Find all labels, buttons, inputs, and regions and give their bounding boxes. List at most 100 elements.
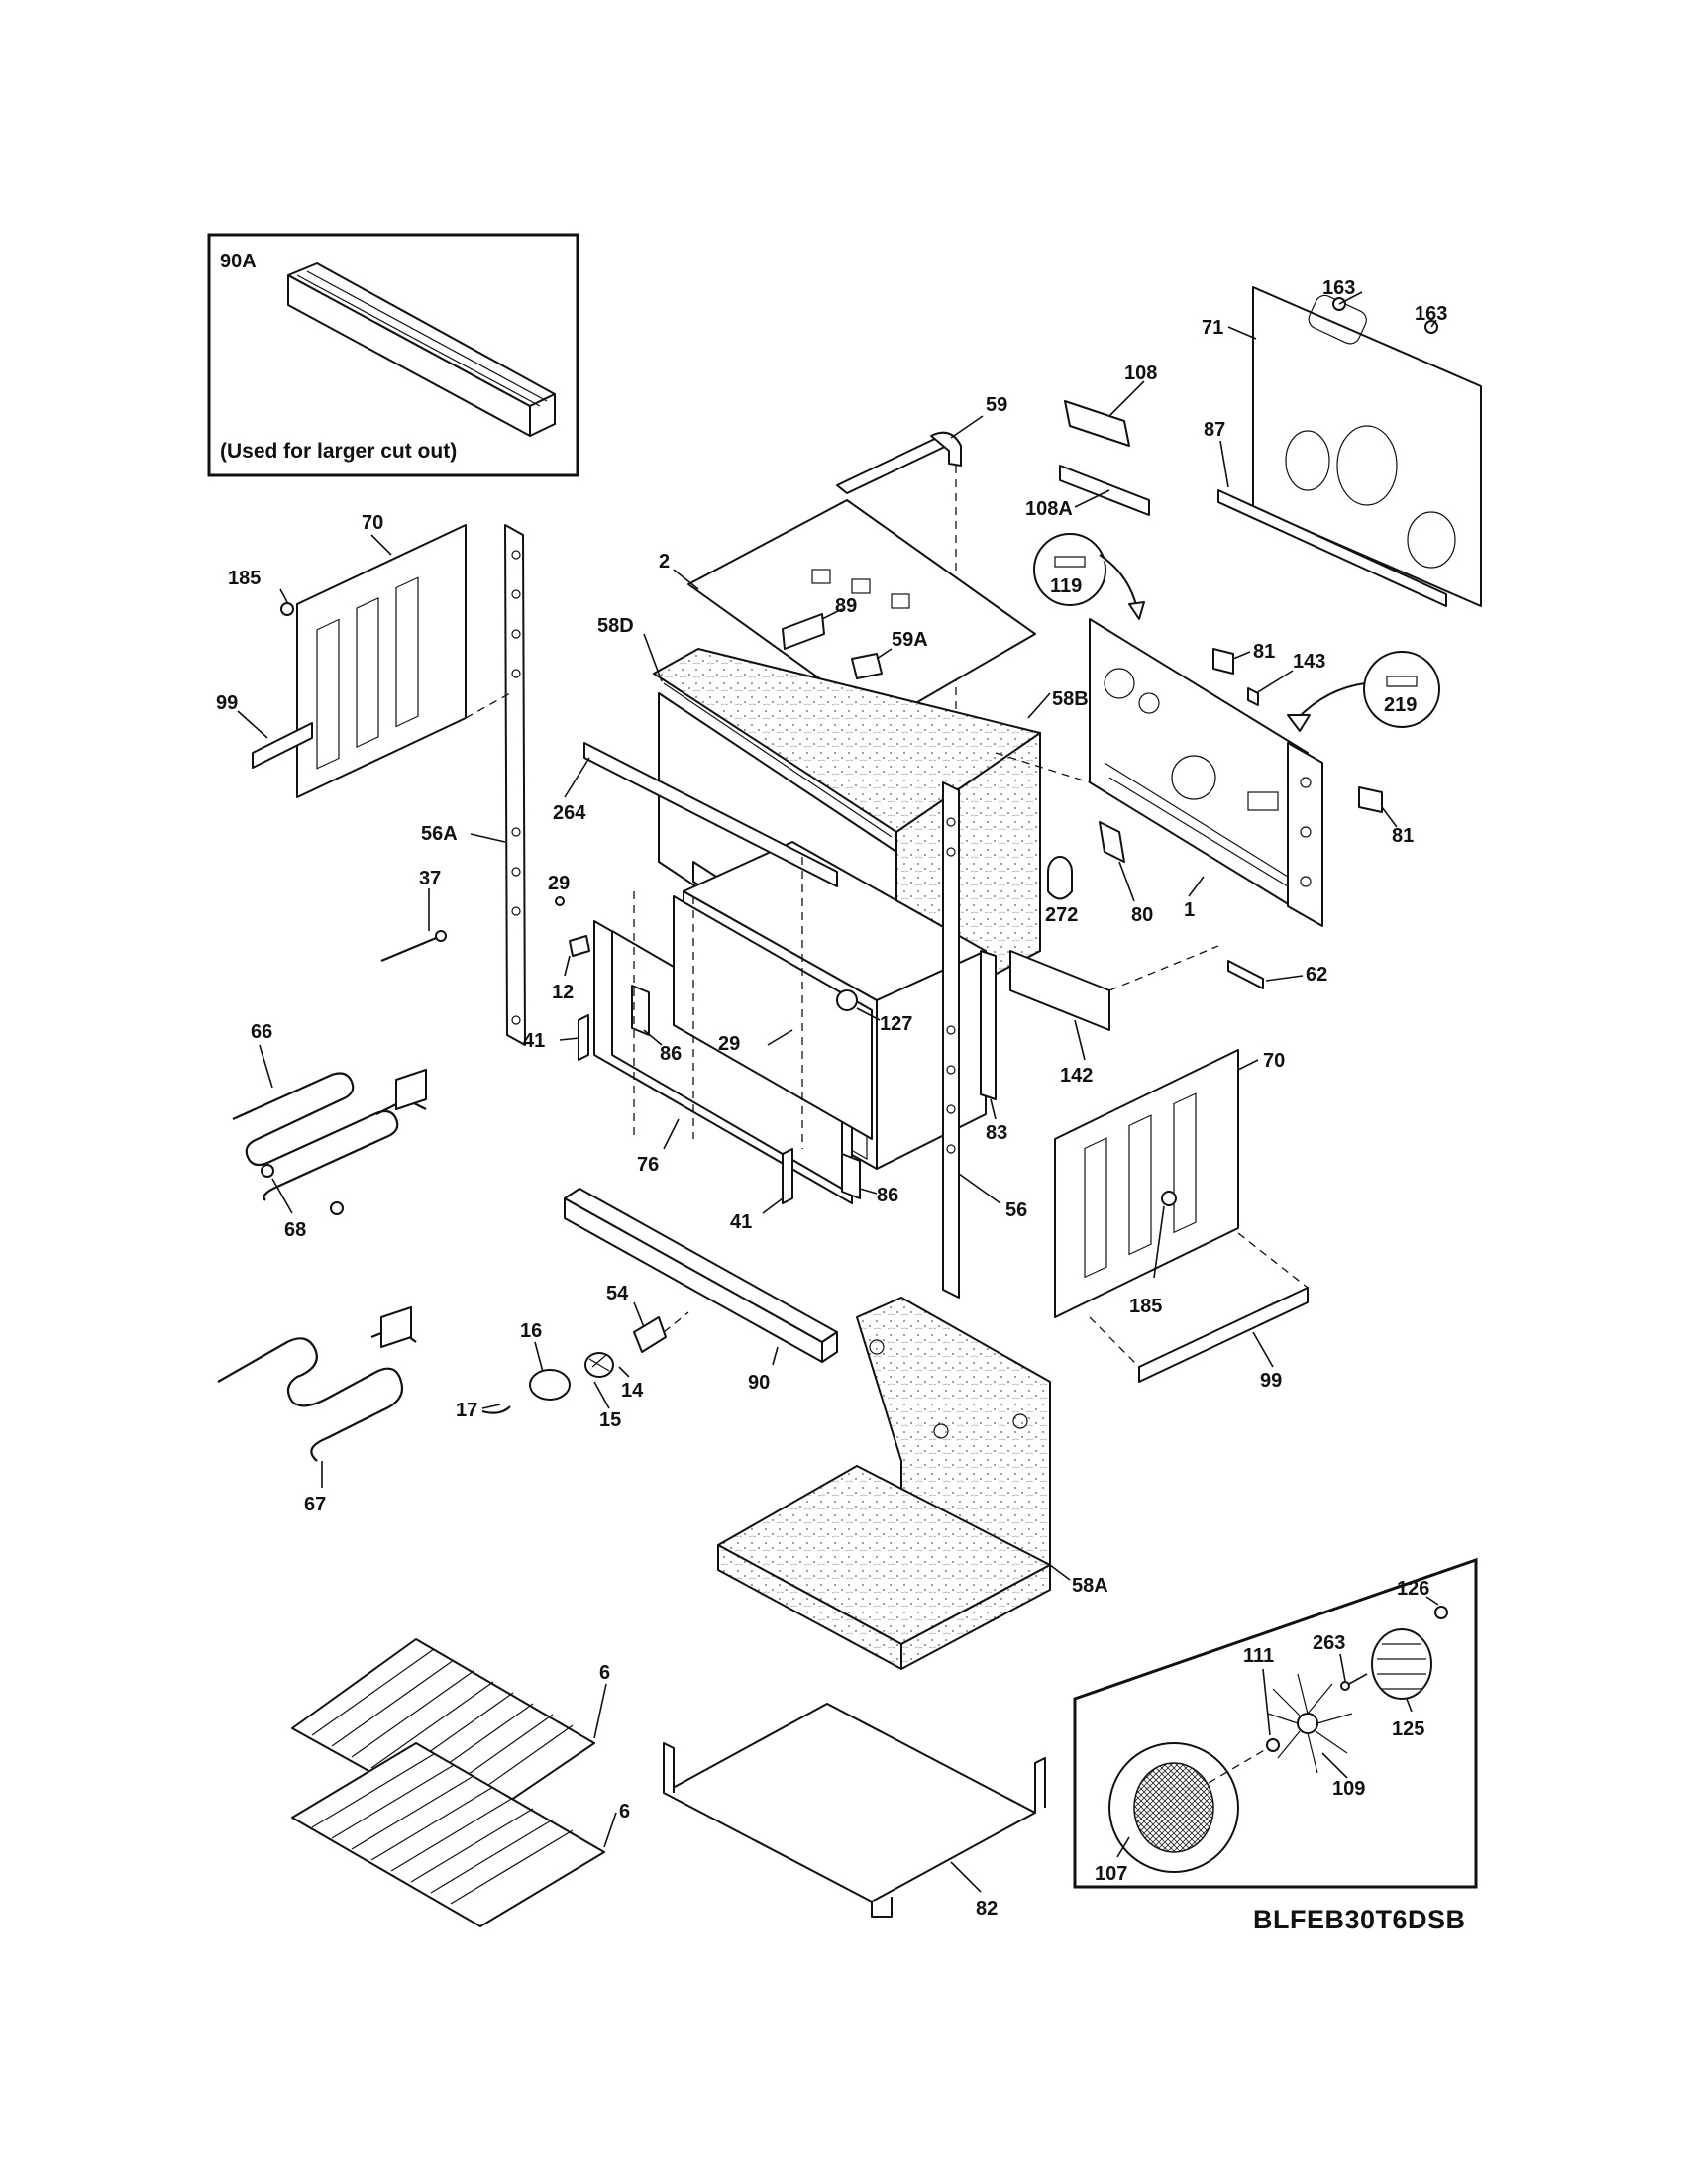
label-86-b: 86 [877,1185,898,1206]
label-66: 66 [251,1021,272,1043]
label-87: 87 [1204,419,1225,441]
thermostat-119-callout: 119 [1033,533,1145,620]
bottom-tray-82: 82 [663,1703,1046,1920]
hinge-41-a: 41 [523,1014,589,1061]
label-56: 56 [1005,1199,1027,1221]
hinge-41-b: 41 [730,1148,793,1233]
label-111: 111 [1243,1645,1274,1667]
label-86-a: 86 [660,1043,682,1065]
label-12: 12 [552,982,574,1003]
label-142: 142 [1060,1065,1093,1087]
label-185-b: 185 [1129,1296,1162,1317]
label-58D: 58D [597,615,634,637]
label-76: 76 [637,1154,659,1176]
rear-panel-71: 163 163 71 [1202,277,1482,607]
label-126: 126 [1397,1578,1429,1600]
label-70-a: 70 [362,512,383,534]
thermostat-219-callout: 219 [1287,651,1440,732]
label-71: 71 [1202,317,1223,339]
label-41-a: 41 [523,1030,545,1052]
top-cover-2: 2 89 59A [659,499,1036,740]
label-15: 15 [599,1409,621,1431]
label-29-b: 29 [718,1033,740,1055]
convection-fan-inset: 107 111 109 263 125 126 [1073,1557,1478,1889]
part-272: 272 [1045,856,1078,926]
label-163-b: 163 [1415,303,1447,325]
label-272: 272 [1045,904,1078,926]
sensor-143: 143 [1247,651,1325,706]
label-163-a: 163 [1322,277,1355,299]
label-99-a: 99 [216,692,238,714]
label-80: 80 [1131,904,1153,926]
assembly-guide-lines [465,692,1091,1149]
insulation-58a: 58A [717,1297,1108,1670]
label-108: 108 [1124,363,1157,384]
label-14: 14 [621,1380,644,1402]
oven-rack-6-upper: 6 [291,1638,610,1828]
bracket-81-b: 81 [1358,786,1414,847]
label-143: 143 [1293,651,1325,673]
door-trim-90: 90 [564,1188,838,1394]
label-6-a: 6 [599,1662,610,1684]
bake-element-67: 67 [217,1306,417,1515]
inset-90a-box: 90A (Used for larger cut out) [207,233,579,477]
label-17: 17 [456,1400,477,1421]
label-16: 16 [520,1320,542,1342]
rail-56a: 56A [421,524,526,1046]
label-263: 263 [1313,1632,1345,1654]
rail-83: 83 [980,950,1007,1144]
terminal-block-108: 108 108A [1025,363,1157,520]
label-6-b: 6 [619,1801,630,1822]
control-panel-1: 1 [1089,618,1323,927]
label-62: 62 [1306,964,1327,986]
label-89: 89 [835,595,857,617]
lamp-assembly: 54 16 14 15 17 [456,1283,689,1431]
label-185-a: 185 [228,568,261,589]
bracket-87: 87 [1204,419,1447,607]
label-125: 125 [1392,1718,1424,1740]
label-58B: 58B [1052,688,1089,710]
model-number: BLFEB30T6DSB [1253,1905,1466,1934]
rail-99-right: 99 [1089,1232,1309,1392]
label-82: 82 [976,1898,998,1920]
label-219: 219 [1384,694,1417,716]
label-90A: 90A [220,251,257,272]
bulb-socket-12: 12 [552,935,590,1003]
label-108A: 108A [1025,498,1073,520]
label-67: 67 [304,1494,326,1515]
label-127: 127 [880,1013,912,1035]
oven-rack-6-lower: 6 [291,1742,630,1927]
label-59: 59 [986,394,1007,416]
label-29-a: 29 [548,873,570,894]
label-90: 90 [748,1372,770,1394]
label-68: 68 [284,1219,306,1241]
label-109: 109 [1332,1778,1365,1800]
label-58A: 58A [1072,1575,1108,1597]
trim-142: 142 [1009,945,1219,1087]
duct-59: 59 [836,394,1007,763]
inset-note: (Used for larger cut out) [220,440,457,463]
part-80: 80 [1099,821,1153,926]
label-54: 54 [606,1283,629,1304]
label-56A: 56A [421,823,458,845]
door-frame-76: 76 29 [593,895,873,1204]
trim-264: 264 [553,742,838,887]
connector-62: 62 [1227,960,1327,989]
label-81-a: 81 [1253,641,1275,663]
label-41-b: 41 [730,1211,752,1233]
label-264: 264 [553,802,586,824]
label-2: 2 [659,551,670,572]
hinge-86-b: 86 [841,1153,898,1206]
rail-99-left: 99 [216,692,313,769]
broil-element-66: 66 68 [232,1021,427,1241]
label-99-b: 99 [1260,1370,1282,1392]
rail-56: 56 [942,781,1027,1299]
label-83: 83 [986,1122,1007,1144]
side-panel-70-right: 70 185 [1054,1049,1285,1318]
label-59A: 59A [892,629,928,651]
hinge-86-a: 86 [631,985,682,1065]
label-107: 107 [1095,1863,1127,1885]
fan-blade-109: 109 [1267,1673,1365,1800]
